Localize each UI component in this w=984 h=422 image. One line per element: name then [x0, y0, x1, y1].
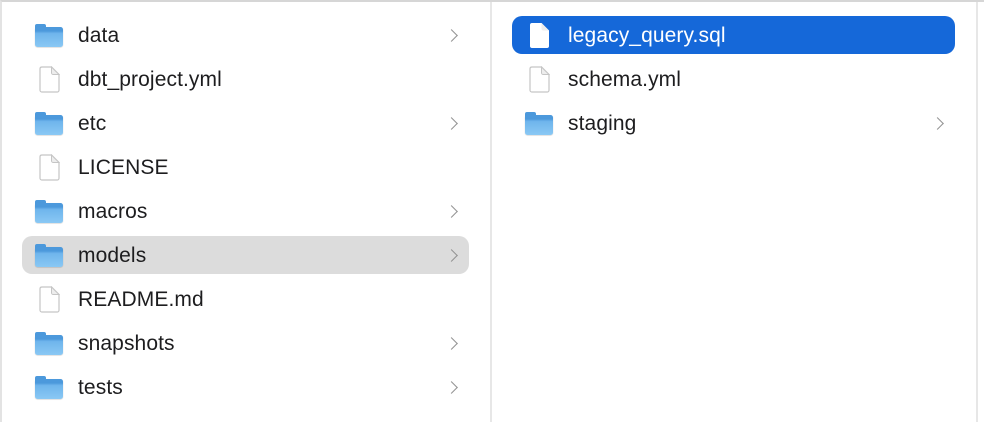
folder-icon-box: [34, 375, 64, 399]
file-icon-box: [34, 153, 64, 181]
finder-column-2: legacy_query.sql schema.yml staging: [492, 2, 978, 422]
folder-icon: [35, 111, 63, 135]
folder-icon: [35, 199, 63, 223]
chevron-right-icon: [445, 116, 458, 130]
folder-icon-box: [34, 243, 64, 267]
folder-icon: [35, 243, 63, 267]
list-item[interactable]: models: [22, 236, 469, 274]
list-item[interactable]: schema.yml: [512, 60, 955, 98]
chevron-right-icon: [445, 28, 458, 42]
list-item[interactable]: etc: [22, 104, 469, 142]
item-label: legacy_query.sql: [568, 23, 726, 47]
folder-icon: [35, 331, 63, 355]
item-label: etc: [78, 111, 107, 135]
chevron-right-icon: [445, 204, 458, 218]
list-item[interactable]: README.md: [22, 280, 469, 318]
folder-icon-box: [34, 331, 64, 355]
chevron-right-icon: [445, 336, 458, 350]
list-item[interactable]: tests: [22, 368, 469, 406]
item-label: dbt_project.yml: [78, 67, 222, 91]
item-label: tests: [78, 375, 123, 399]
item-label: data: [78, 23, 120, 47]
chevron-right-icon: [445, 248, 458, 262]
folder-icon: [525, 111, 553, 135]
file-icon: [38, 65, 60, 93]
chevron-right-icon: [931, 116, 944, 130]
list-item[interactable]: legacy_query.sql: [512, 16, 955, 54]
list-item[interactable]: macros: [22, 192, 469, 230]
item-label: snapshots: [78, 331, 175, 355]
file-icon-box: [34, 285, 64, 313]
file-icon-box: [524, 22, 554, 49]
folder-icon-box: [524, 111, 554, 135]
file-icon: [528, 65, 550, 93]
list-item[interactable]: data: [22, 16, 469, 54]
finder-column-empty: [978, 2, 984, 422]
folder-icon-box: [34, 199, 64, 223]
list-item[interactable]: staging: [512, 104, 955, 142]
folder-icon: [35, 23, 63, 47]
folder-icon: [35, 375, 63, 399]
item-label: macros: [78, 199, 148, 223]
folder-icon-box: [34, 111, 64, 135]
item-label: staging: [568, 111, 637, 135]
item-label: schema.yml: [568, 67, 682, 91]
file-icon: [38, 153, 60, 181]
item-label: README.md: [78, 287, 204, 311]
list-item[interactable]: dbt_project.yml: [22, 60, 469, 98]
list-item[interactable]: snapshots: [22, 324, 469, 362]
list-item[interactable]: LICENSE: [22, 148, 469, 186]
file-icon-box: [524, 65, 554, 93]
file-icon: [38, 285, 60, 313]
file-icon-box: [34, 65, 64, 93]
file-icon: [529, 22, 550, 49]
item-label: LICENSE: [78, 155, 169, 179]
folder-icon-box: [34, 23, 64, 47]
item-label: models: [78, 243, 147, 267]
chevron-right-icon: [445, 380, 458, 394]
